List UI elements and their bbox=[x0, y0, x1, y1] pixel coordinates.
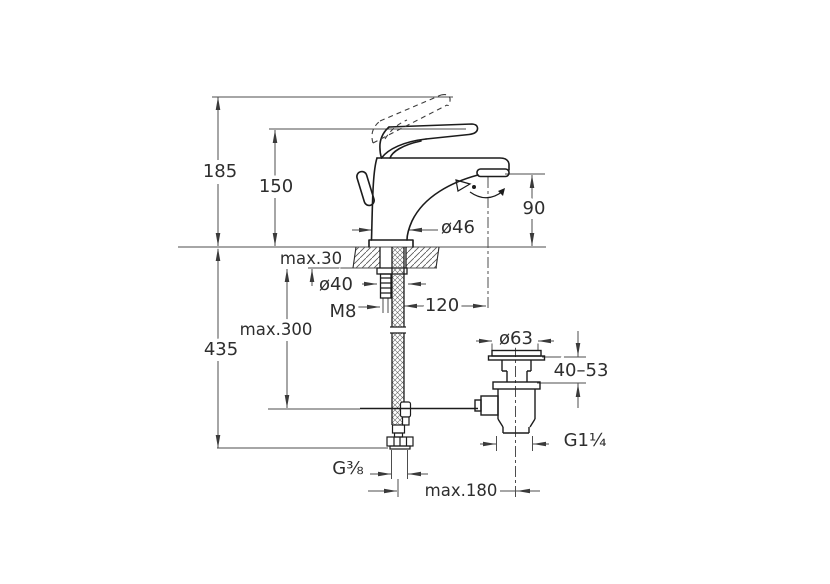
dim-stud-thread-label: M8 bbox=[330, 301, 357, 322]
dim-height-spout-label: 150 bbox=[259, 176, 293, 197]
dim-basin-thickness-label: 40–53 bbox=[554, 360, 609, 381]
counter-section bbox=[352, 246, 440, 269]
dim-supply-thread-label: G⅜ bbox=[332, 458, 363, 479]
dimension-labels: 185 150 435 max.300 max.30 90 ø46 ø40 M8… bbox=[199, 158, 612, 504]
dim-deck-thickness-label: max.30 bbox=[280, 249, 342, 268]
flow-direction-symbol bbox=[455, 179, 505, 199]
dim-waste-offset-label: max.180 bbox=[425, 481, 498, 500]
dim-spout-clearance-label: 90 bbox=[523, 198, 546, 219]
supply-hose bbox=[386, 247, 414, 450]
dim-waste-thread-label: G1¼ bbox=[564, 430, 607, 451]
dimension-arrowheads bbox=[215, 97, 581, 494]
faucet-body bbox=[356, 123, 510, 248]
pop-up-waste bbox=[474, 349, 546, 434]
dim-depth-total-label: 435 bbox=[204, 339, 238, 360]
dim-hole-diameter-label: ø40 bbox=[319, 274, 353, 295]
dim-spout-reach-label: 120 bbox=[425, 295, 459, 316]
dim-waste-flange-label: ø63 bbox=[499, 328, 533, 349]
dim-height-total-label: 185 bbox=[203, 161, 237, 182]
dim-hose-drop-label: max.300 bbox=[240, 320, 313, 339]
mounting-hardware bbox=[376, 247, 408, 299]
handle-raised-outline bbox=[371, 94, 451, 144]
center-lines bbox=[487, 177, 516, 498]
dim-base-diameter-label: ø46 bbox=[441, 217, 475, 238]
